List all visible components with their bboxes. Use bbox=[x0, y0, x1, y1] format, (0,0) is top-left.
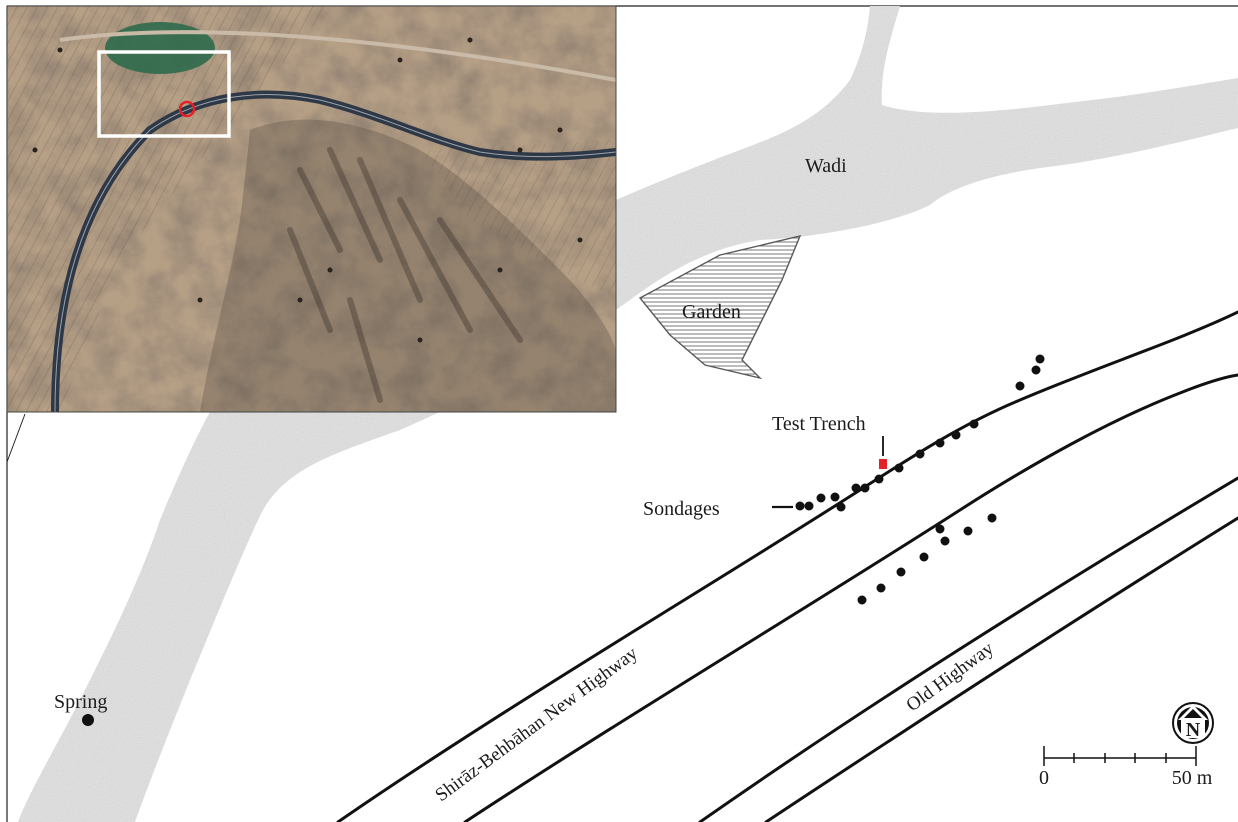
satellite-fields bbox=[7, 6, 330, 412]
satellite-fields bbox=[420, 140, 616, 300]
sondage-dot bbox=[935, 524, 945, 534]
scale-bar-end-label: 50 m bbox=[1172, 767, 1213, 789]
satellite-site-box bbox=[97, 50, 231, 138]
satellite-inset bbox=[7, 6, 616, 412]
new-highway-north-edge bbox=[336, 310, 1238, 822]
sondage-dot bbox=[804, 501, 814, 511]
satellite-site-circle bbox=[178, 100, 196, 118]
new-highway-label: Shirāz-Behbāhan New Highway bbox=[431, 643, 642, 806]
sondage-dot bbox=[919, 552, 929, 562]
satellite-tree bbox=[57, 47, 63, 53]
satellite-mountains bbox=[200, 119, 616, 412]
satellite-tree bbox=[197, 297, 203, 303]
satellite-tree bbox=[497, 267, 503, 273]
sondage-dot bbox=[987, 513, 997, 523]
map-edge-tick bbox=[6, 413, 26, 463]
sondage-dot bbox=[851, 483, 861, 493]
sondage-points bbox=[795, 354, 1045, 605]
sondage-dot bbox=[963, 526, 973, 536]
satellite-tree bbox=[467, 37, 473, 43]
sondage-dot bbox=[969, 419, 979, 429]
sondage-dot bbox=[836, 502, 846, 512]
garden-label: Garden bbox=[682, 301, 741, 323]
test-trench-label: Test Trench bbox=[772, 413, 866, 435]
satellite-trees bbox=[32, 37, 583, 343]
sondage-dot bbox=[830, 492, 840, 502]
north-arrow: N bbox=[1172, 702, 1214, 744]
old-highway-south-edge bbox=[764, 516, 1238, 822]
north-arrow-head bbox=[1182, 709, 1204, 720]
satellite-inset-border bbox=[6, 5, 617, 413]
old-highway-north-edge bbox=[698, 476, 1238, 822]
satellite-tree bbox=[417, 337, 423, 343]
sondage-dot bbox=[876, 583, 886, 593]
sondage-dot bbox=[1015, 381, 1025, 391]
spring-point bbox=[82, 714, 94, 726]
satellite-tree bbox=[297, 297, 303, 303]
satellite-garden bbox=[105, 22, 215, 74]
wadi-area bbox=[18, 6, 1238, 822]
satellite-highway-centerline bbox=[54, 94, 616, 412]
test-trench-marker bbox=[879, 459, 887, 469]
sondage-dot bbox=[915, 449, 925, 459]
north-arrow-letter: N bbox=[1186, 719, 1201, 741]
old-highway bbox=[698, 476, 1238, 822]
satellite-tree bbox=[577, 237, 583, 243]
spring-label: Spring bbox=[54, 691, 107, 713]
satellite-tree bbox=[557, 127, 563, 133]
sondage-dot bbox=[1035, 354, 1045, 364]
new-highway bbox=[336, 310, 1238, 822]
sondages-label: Sondages bbox=[643, 498, 720, 520]
wadi-label: Wadi bbox=[805, 155, 847, 177]
sondage-dot bbox=[894, 463, 904, 473]
sondage-dot bbox=[940, 536, 950, 546]
sondage-dot bbox=[860, 483, 870, 493]
sondage-dot bbox=[795, 501, 805, 511]
satellite-tree bbox=[327, 267, 333, 273]
sondage-dot bbox=[896, 567, 906, 577]
sondage-dot bbox=[1031, 365, 1041, 375]
garden-area bbox=[638, 235, 802, 380]
north-arrow-plate bbox=[1181, 718, 1205, 738]
new-highway-south-edge bbox=[463, 373, 1238, 822]
sondage-dot bbox=[816, 493, 826, 503]
sondage-dot bbox=[951, 430, 961, 440]
sondage-dot bbox=[874, 474, 884, 484]
satellite-tree bbox=[32, 147, 38, 153]
scale-bar bbox=[1043, 746, 1197, 766]
sondage-dot bbox=[935, 438, 945, 448]
satellite-tree bbox=[397, 57, 403, 63]
sondage-dot bbox=[857, 595, 867, 605]
satellite-tree bbox=[517, 147, 523, 153]
satellite-ridges bbox=[287, 147, 523, 403]
scale-bar-start-label: 0 bbox=[1039, 767, 1049, 789]
satellite-dirt-road bbox=[59, 30, 616, 82]
